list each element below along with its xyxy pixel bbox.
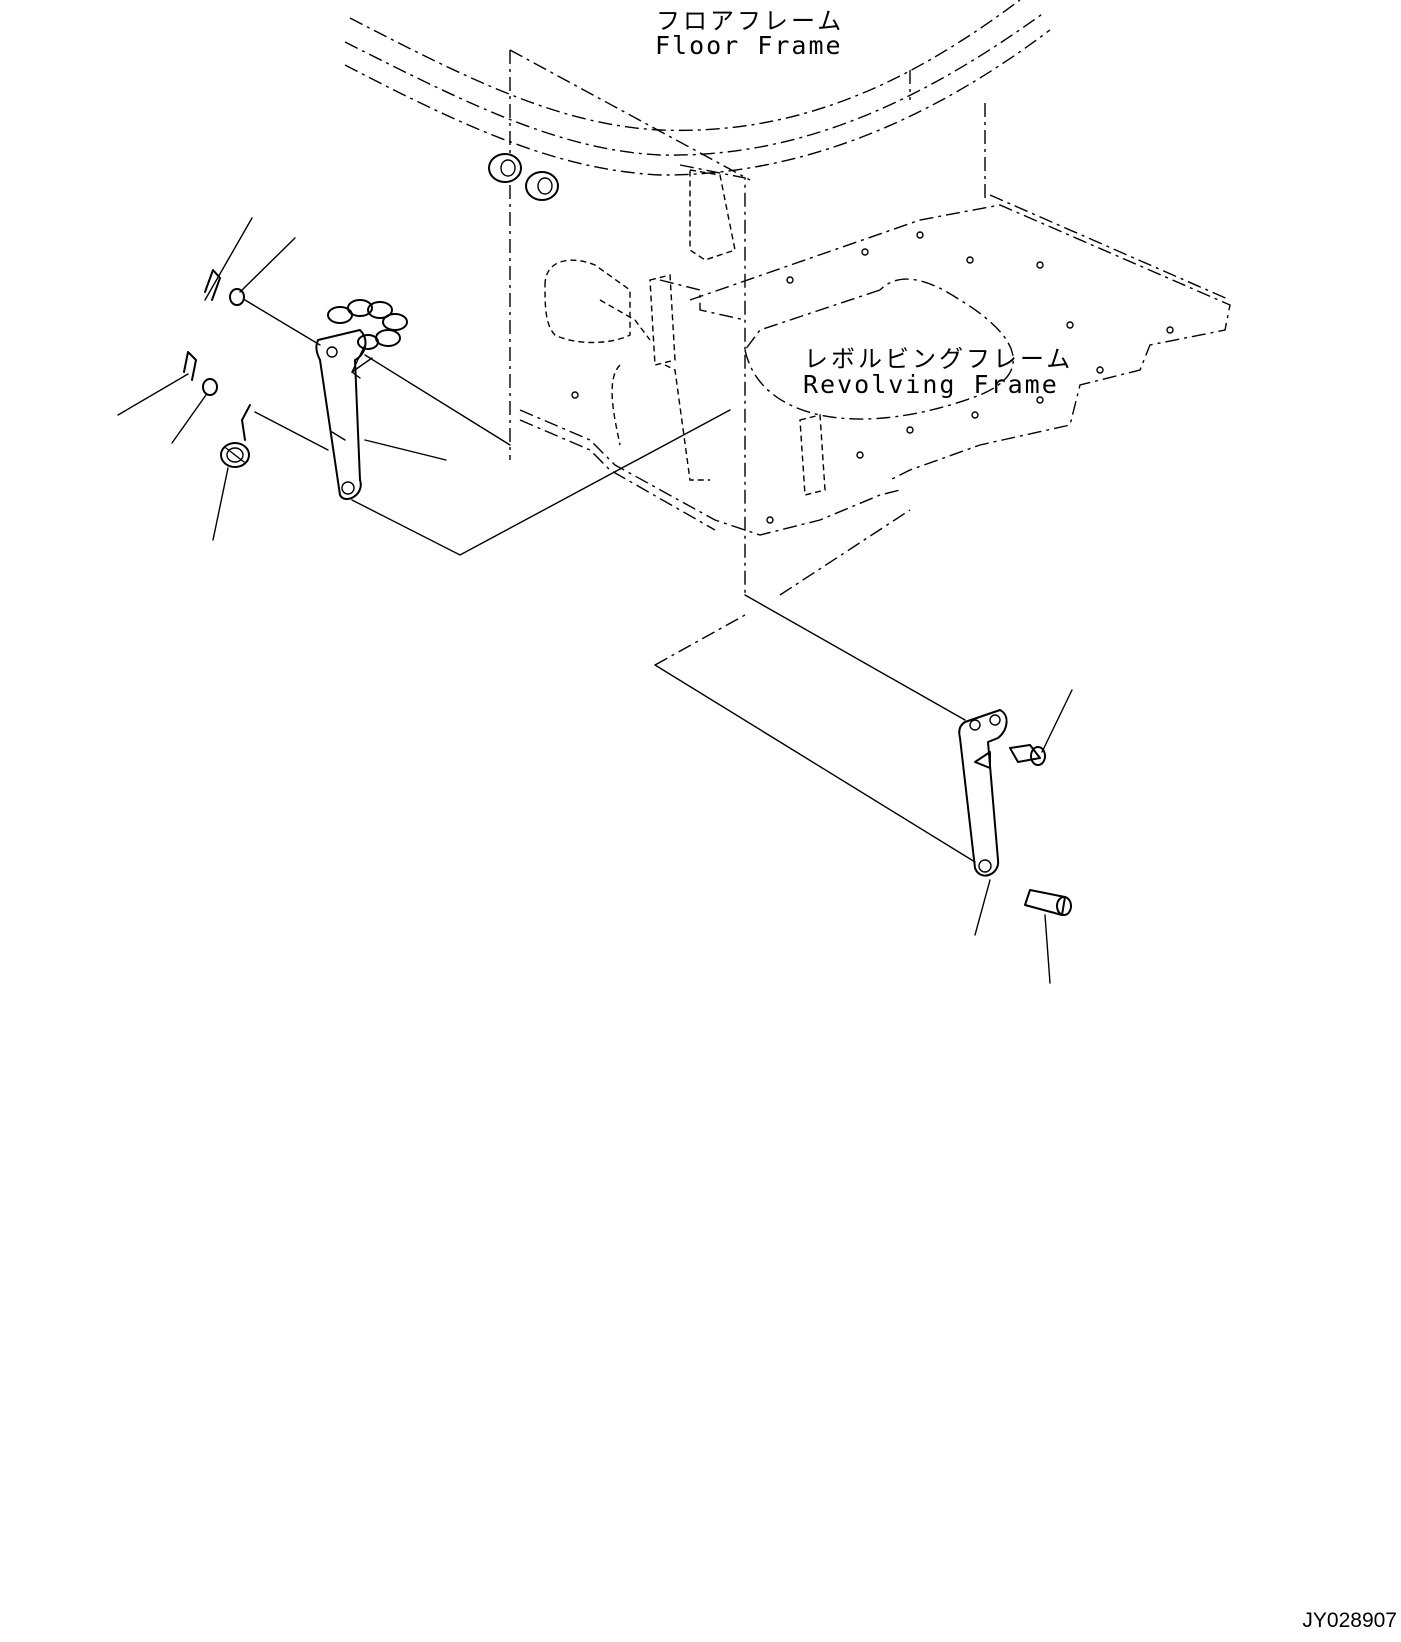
- chain: [327, 299, 408, 350]
- floor-frame-label-en: Floor Frame: [655, 31, 843, 60]
- floor-frame-bosses: [488, 153, 559, 201]
- floor-frame-outline: [344, 0, 1231, 460]
- frame-holes: [571, 231, 1174, 524]
- revolving-frame-label-jp: レボルビングフレーム: [804, 345, 1074, 373]
- frame-hidden-details: [544, 169, 826, 496]
- upper-lever-assembly: [117, 217, 731, 556]
- drawing-id: JY028907: [1302, 1609, 1397, 1632]
- revolving-frame-label-en: Revolving Frame: [803, 370, 1059, 399]
- floor-frame-label-jp: フロアフレーム: [656, 7, 845, 35]
- revolving-frame-outline: [519, 164, 1231, 666]
- lower-lever-assembly: [654, 594, 1073, 984]
